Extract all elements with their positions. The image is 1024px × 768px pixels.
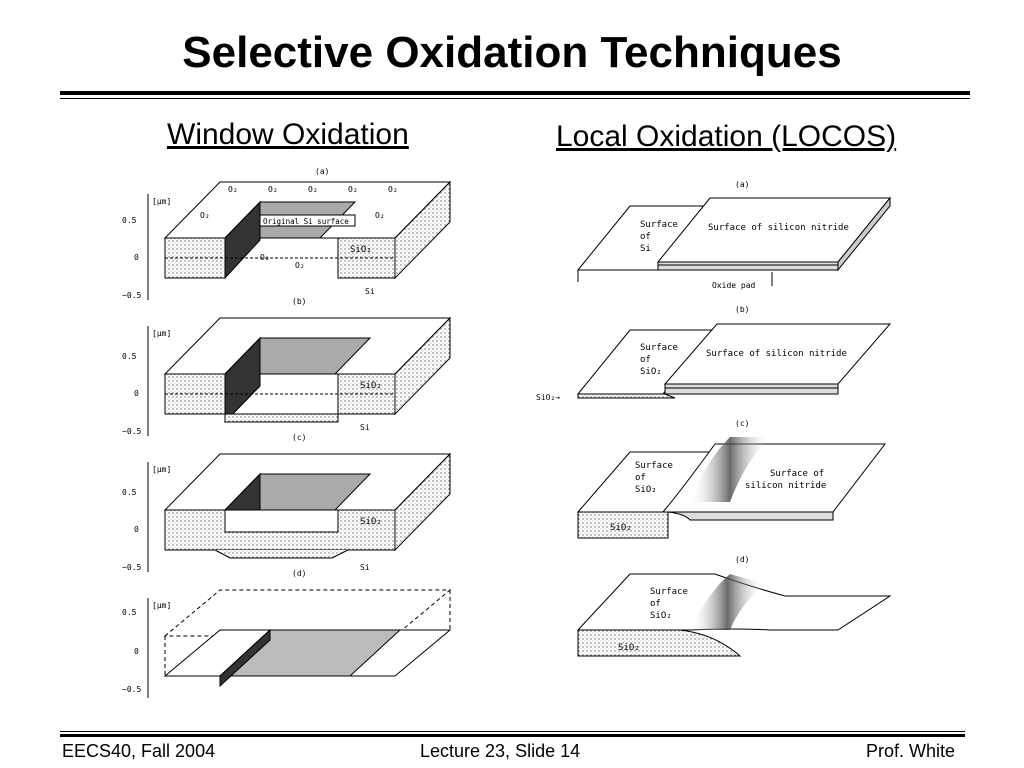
si-label: Si [365,287,375,296]
panel-label: (d) [735,555,749,564]
title-rule-thick [60,91,970,95]
window-panel-b: (b) [µm] 0.5 0 −0.5 SiO₂ Si [122,297,452,436]
tick-label: −0.5 [122,427,141,436]
si-label: Si [360,563,370,572]
sio2-label: SiO₂ [350,245,372,255]
si-label: Si [360,423,370,432]
o2-label: O₂ [348,185,358,194]
window-panel-c: (c) [µm] 0.5 0 −0.5 SiO₂ Si [122,433,452,572]
window-oxidation-heading: Window Oxidation [167,118,409,151]
o2-label: O₂ [228,185,238,194]
o2-label: O₂ [268,185,278,194]
panel-label: (a) [315,167,329,176]
tick-label: 0 [134,525,139,534]
surface-of-sio2: SiO₂ [635,485,657,495]
surface-of-si: Surface [640,220,678,230]
surface-of-sio2: Surface [640,343,678,353]
locos-panel-a: (a) Surface of Si Surface of silicon nit… [576,180,892,290]
surface-of-nitride: Surface of silicon nitride [706,349,847,359]
window-panel-d: (d) [µm] 0.5 0 −0.5 [122,569,452,698]
panel-label: (b) [735,305,749,314]
axis-unit: [µm] [152,601,171,610]
surface-of-sio2: Surface [635,461,673,471]
sio2-label: SiO₂ [360,381,382,391]
title-rule-thin [60,98,970,99]
footer-rule-thin [60,731,965,732]
panel-label: (c) [735,419,749,428]
window-panel-a: (a) [µm] 0.5 0 −0.5 Original Si surface … [122,167,452,300]
footer-course: EECS40, Fall 2004 [62,741,216,761]
axis-unit: [µm] [152,465,171,474]
tick-label: −0.5 [122,291,141,300]
o2-label: O₂ [375,211,385,220]
oxide-pad-label: Oxide pad [712,281,756,290]
sio2-arrow-label: SiO₂→ [536,393,560,402]
o2-label: O₂ [260,253,270,262]
surface-of-sio2: SiO₂ [650,611,672,621]
o2-label: O₂ [308,185,318,194]
surface-of-sio2: SiO₂ [640,367,662,377]
surface-of-nitride: silicon nitride [745,481,826,491]
slide-title: Selective Oxidation Techniques [182,28,842,77]
tick-label: 0.5 [122,608,137,617]
sio2-label: SiO₂ [360,517,382,527]
footer-slide-number: Lecture 23, Slide 14 [420,741,581,761]
surface-of-sio2: of [635,473,646,483]
axis-unit: [µm] [152,329,171,338]
tick-label: −0.5 [122,563,141,572]
surface-of-si: of [640,232,651,242]
surface-of-nitride: Surface of [770,469,824,479]
tick-label: 0.5 [122,352,137,361]
panel-label: (d) [292,569,306,578]
surface-of-si: Si [640,244,651,254]
axis-unit: [µm] [152,197,171,206]
sio2-label: SiO₂ [610,523,632,533]
tick-label: 0 [134,389,139,398]
panel-label: (b) [292,297,306,306]
footer-rule-thick [60,734,965,737]
window-oxidation-figure: (a) [µm] 0.5 0 −0.5 Original Si surface … [122,167,452,698]
surface-of-sio2: Surface [650,587,688,597]
locos-panel-d: (d) SiO₂ Surface of SiO₂ [576,555,892,657]
o2-label: O₂ [295,261,305,270]
tick-label: 0.5 [122,488,137,497]
panel-label: (c) [292,433,306,442]
locos-figure: (a) Surface of Si Surface of silicon nit… [536,180,892,657]
o2-label: O₂ [200,211,210,220]
panel-label: (a) [735,180,749,189]
original-surface-label: Original Si surface [263,217,349,226]
surface-of-sio2: of [640,355,651,365]
tick-label: 0 [134,647,139,656]
locos-heading: Local Oxidation (LOCOS) [556,120,897,153]
sio2-label: SiO₂ [618,643,640,653]
tick-label: 0 [134,253,139,262]
tick-label: 0.5 [122,216,137,225]
o2-label: O₂ [388,185,398,194]
surface-of-sio2: of [650,599,661,609]
surface-of-nitride: Surface of silicon nitride [708,223,849,233]
locos-panel-c: (c) SiO₂ Surface of SiO₂ Surface of sili… [576,419,887,539]
footer-author: Prof. White [866,741,956,761]
tick-label: −0.5 [122,685,141,694]
locos-panel-b: (b) SiO₂→ Surface of SiO₂ Surface of sil… [536,305,892,402]
